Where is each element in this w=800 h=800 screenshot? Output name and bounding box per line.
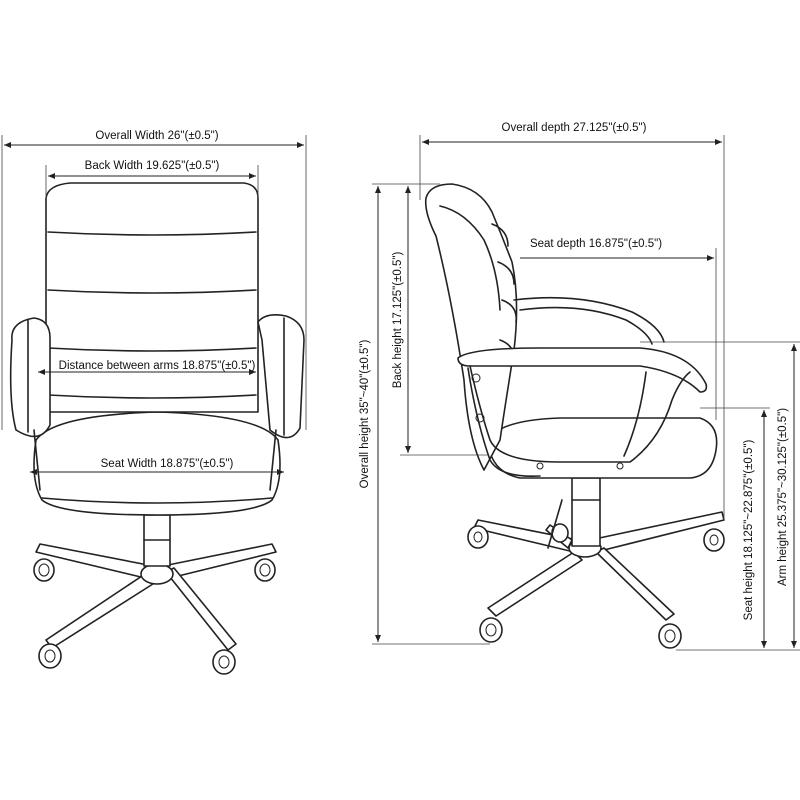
seat-depth-label: Seat depth 16.875"(±0.5")	[530, 238, 662, 250]
seat-height-label: Seat height 18.125"~22.875"(±0.5")	[743, 440, 755, 621]
overall-width-label: Overall Width 26"(±0.5")	[95, 130, 218, 142]
front-caster-front-right	[212, 649, 236, 675]
side-caster-4	[658, 623, 682, 649]
arm-height-label: Arm height 25.375"~30.125"(±0.5")	[777, 408, 789, 586]
distance-between-arms-label: Distance between arms 18.875"(±0.5")	[59, 360, 256, 372]
side-caster-3	[479, 617, 503, 643]
overall-height-label: Overall height 35"~40"(±0.5")	[359, 340, 371, 489]
overall-depth-label: Overall depth 27.125"(±0.5")	[502, 122, 647, 134]
side-dimensions: Overall depth 27.125"(±0.5") Seat depth …	[359, 122, 800, 651]
front-caster-right	[254, 558, 276, 582]
back-width-label: Back Width 19.625"(±0.5")	[85, 160, 220, 172]
back-height-label: Back height 17.125"(±0.5")	[392, 252, 404, 389]
front-view-chair	[9, 182, 305, 675]
seat-width-label: Seat Width 18.875"(±0.5")	[101, 458, 234, 470]
front-caster-front-left	[38, 643, 62, 669]
front-backrest	[45, 182, 259, 413]
front-caster-left	[33, 558, 55, 582]
front-armrest-left	[9, 317, 51, 438]
front-base	[33, 543, 277, 675]
side-seat-cushion	[487, 417, 718, 479]
side-caster-1	[467, 525, 489, 549]
front-dimensions: Overall Width 26"(±0.5") Back Width 19.6…	[1, 130, 307, 475]
side-caster-2	[703, 528, 725, 552]
front-armrest-right	[257, 314, 305, 439]
side-view-chair	[424, 183, 725, 649]
side-gas-cylinder	[571, 477, 601, 547]
side-backrest	[424, 183, 518, 471]
